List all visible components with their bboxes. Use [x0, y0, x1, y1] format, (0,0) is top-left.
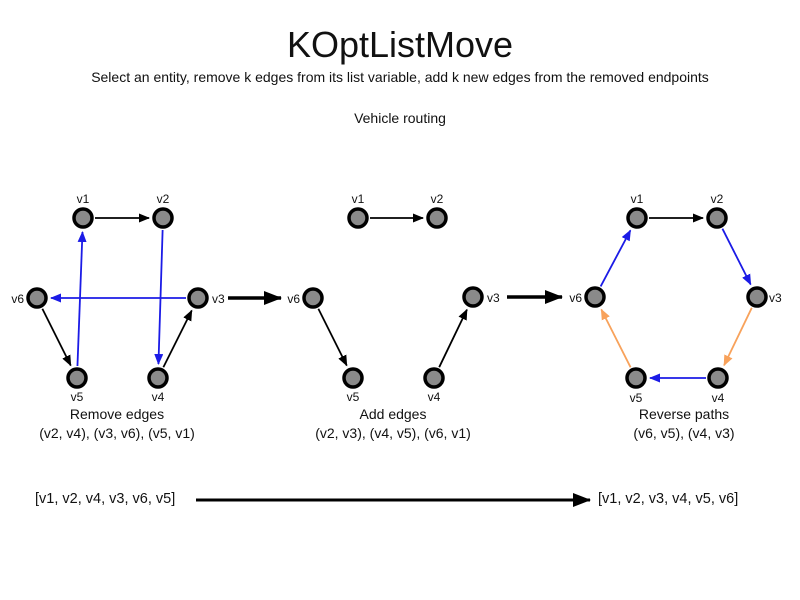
node-v1 — [626, 207, 648, 229]
edge-v6-v5 — [317, 308, 348, 367]
edge-v5-v6 — [600, 308, 632, 368]
caption-add-edges: Add edges (v2, v3), (v4, v5), (v6, v1) — [315, 405, 471, 442]
edge-v3-v4 — [723, 307, 753, 367]
node-v4 — [707, 367, 729, 389]
node-v6 — [584, 286, 606, 308]
node-label-v6: v6 — [11, 292, 24, 306]
node-label-v3: v3 — [487, 291, 500, 305]
node-label-v3: v3 — [212, 292, 225, 306]
edge-v6-v5 — [41, 308, 72, 367]
caption-title: Reverse paths — [638, 406, 730, 422]
node-v6 — [26, 287, 48, 309]
node-v1 — [72, 207, 94, 229]
node-label-v4: v4 — [152, 390, 165, 404]
caption-reverse-paths: Reverse paths (v6, v5), (v4, v3) — [633, 405, 734, 442]
node-label-v5: v5 — [630, 391, 643, 405]
node-label-v1: v1 — [631, 192, 644, 206]
node-v3 — [746, 286, 768, 308]
edge-v6-v1 — [599, 229, 632, 287]
caption-title: Add edges — [359, 406, 427, 422]
edge-v4-v3 — [162, 309, 193, 368]
node-v5 — [342, 367, 364, 389]
node-label-v2: v2 — [431, 192, 444, 206]
context-label: Vehicle routing — [354, 110, 446, 126]
page-title: KOptListMove — [286, 24, 514, 65]
edge-v5-v1 — [76, 230, 87, 367]
node-label-v4: v4 — [712, 391, 725, 405]
node-label-v4: v4 — [428, 390, 441, 404]
page-subtitle: Select an entity, remove k edges from it… — [91, 69, 709, 85]
node-label-v1: v1 — [352, 192, 365, 206]
route-list-after: [v1, v2, v3, v4, v5, v6] — [598, 491, 739, 507]
node-v5 — [625, 367, 647, 389]
node-v4 — [147, 367, 169, 389]
caption-remove-edges: Remove edges (v2, v4), (v3, v6), (v5, v1… — [39, 405, 195, 442]
node-v5 — [66, 367, 88, 389]
node-label-v2: v2 — [157, 192, 170, 206]
node-label-v6: v6 — [287, 292, 300, 306]
caption-detail: (v6, v5), (v4, v3) — [633, 424, 735, 441]
graph-reverse-paths: v1 v2 v3 v4 v5 v6 — [569, 192, 782, 405]
node-label-v5: v5 — [347, 390, 360, 404]
node-label-v1: v1 — [77, 192, 90, 206]
node-label-v3: v3 — [769, 291, 782, 305]
caption-title: Remove edges — [69, 406, 165, 422]
node-v2 — [706, 207, 728, 229]
node-v2 — [426, 207, 448, 229]
node-label-v5: v5 — [71, 390, 84, 404]
edge-v4-v3 — [438, 308, 468, 368]
graph-add-edges: v1 v2 v3 v4 v5 v6 — [287, 192, 500, 404]
edge-v2-v4 — [154, 229, 164, 366]
caption-detail: (v2, v4), (v3, v6), (v5, v1) — [39, 424, 195, 441]
node-v2 — [152, 207, 174, 229]
node-v6 — [302, 287, 324, 309]
route-list-before: [v1, v2, v4, v3, v6, v5] — [35, 491, 176, 507]
node-v4 — [423, 367, 445, 389]
node-v1 — [347, 207, 369, 229]
node-label-v2: v2 — [711, 192, 724, 206]
node-v3 — [462, 286, 484, 308]
node-label-v6: v6 — [569, 291, 582, 305]
edge-v2-v3 — [721, 228, 752, 286]
caption-detail: (v2, v3), (v4, v5), (v6, v1) — [315, 424, 471, 441]
node-v3 — [187, 287, 209, 309]
graph-remove-edges: v1 v2 v3 v4 v5 v6 — [11, 192, 225, 404]
